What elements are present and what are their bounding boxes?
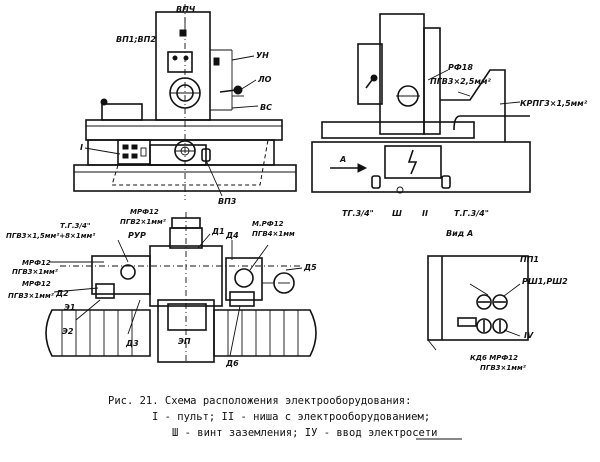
label-d4: Д4 [225,231,239,240]
label-pgv2: ПГВ2×1мм² [120,218,167,226]
label-pgvz-1c: ПГВ3×1мм² [480,364,527,372]
label-krpg: КРПГ3×1,5мм² [520,99,588,108]
label-un: УН [256,51,269,60]
label-mrf12-d: МРФ12 [22,280,51,288]
label-d5: Д5 [303,263,317,272]
label-lo: ЛО [257,75,272,84]
label-pp1: ПП1 [520,255,539,264]
label-tg-34-b: Т.Г.3/4" [454,209,489,218]
label-tg-34-a: ТГ.3/4" [342,209,374,218]
label-d6: Д6 [225,359,239,368]
label-vp1-vp2: ВП1;ВП2 [116,35,156,44]
label-pgvz-1b: ПГВ3×1мм² [8,292,55,300]
label-vs: ВС [260,103,272,112]
label-pult-I: I [80,143,83,152]
label-mrf12-b: М.РФ12 [252,220,284,228]
label-tg-34-left: Т.Г.3/4" [60,222,91,230]
label-vid-a: Вид А [446,229,473,238]
label-pgvz-1a: ПГВ3×1мм² [12,268,59,276]
label-pgvz-15: ПГВ3×1,5мм²+8×1мм² [6,232,96,240]
caption-line-1: Рис. 21. Схема расположения электрообору… [108,395,411,407]
label-vpch: ВПЧ [176,5,196,14]
label-vp3: ВП3 [218,197,237,206]
label-d1: Д1 [211,227,225,236]
label-roman-III: Ш [392,209,402,218]
front-view [73,4,297,200]
label-pgv4: ПГВ4×1мм [252,230,295,238]
label-roman-IV: IV [524,331,534,340]
label-rsh: РШ1,РШ2 [522,277,568,286]
label-d2: Д2 [55,289,69,298]
label-mrf12-a: МРФ12 [130,208,159,216]
label-rur: РУР [128,231,146,240]
view-a [427,255,529,351]
label-e1: Э1 [64,303,75,312]
side-view [311,13,531,194]
label-kd6: КД6 МРФ12 [470,354,518,362]
label-mrf12-c: МРФ12 [22,259,51,267]
caption-line-2: I - пульт; II - ниша с электрооборудован… [152,411,430,423]
label-e2: Э2 [62,327,74,336]
label-roman-II: II [422,209,428,218]
caption-line-3: Ш - винт заземления; IУ - ввод электросе… [172,427,438,439]
label-rf18: РФ18 [448,63,473,72]
label-pgvz-25: ПГВ3×2,5мм² [430,77,491,86]
plan-view [45,212,317,363]
label-ep: ЭП [178,337,191,346]
label-d3: Д3 [125,339,139,348]
label-arrow-a: А [339,155,346,164]
